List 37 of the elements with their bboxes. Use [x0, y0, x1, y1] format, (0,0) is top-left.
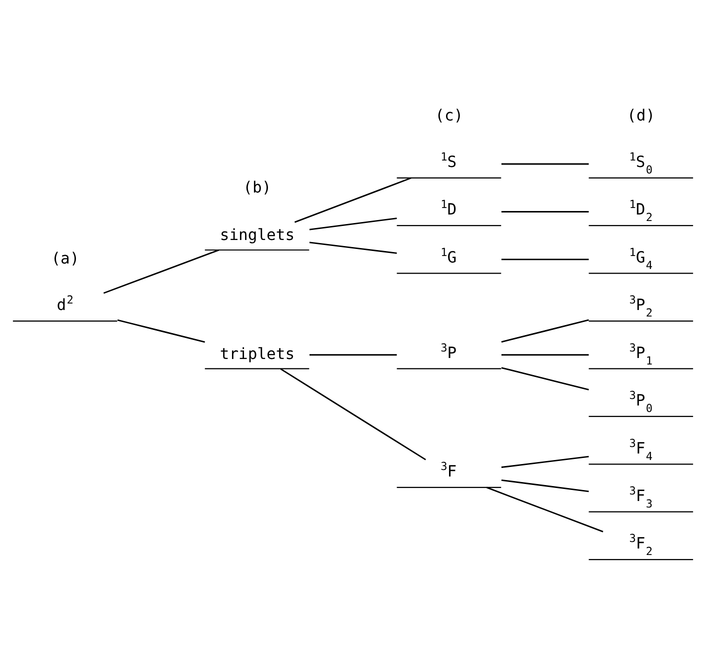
- node-text: d$^{2}$: [56, 293, 74, 314]
- connector: [309, 217, 397, 230]
- connector: [294, 176, 412, 222]
- node-text: $^{3}$F: [440, 460, 457, 480]
- connector: [103, 248, 220, 294]
- connector: [501, 318, 589, 342]
- node-text: $^{1}$D$_{2}$: [629, 198, 653, 224]
- connector: [501, 258, 589, 260]
- node-text: $^{1}$G: [440, 245, 457, 266]
- label: (c): [435, 106, 464, 124]
- node-text: $^{1}$S: [440, 150, 457, 171]
- node-text: $^{3}$F$_{2}$: [629, 532, 653, 558]
- connector: [309, 241, 397, 254]
- connector: [486, 486, 604, 532]
- connector: [501, 162, 589, 164]
- label: (a): [51, 249, 80, 268]
- connector: [501, 366, 589, 390]
- connector: [501, 210, 589, 212]
- node-text: singlets: [220, 226, 295, 244]
- node-text: $^{1}$S$_{0}$: [629, 150, 653, 176]
- connector: [309, 354, 397, 356]
- node-text: $^{3}$P: [440, 340, 457, 362]
- connector: [501, 478, 589, 492]
- connector: [501, 455, 589, 468]
- node-text: $^{3}$P$_{0}$: [629, 388, 653, 415]
- label: (d): [627, 106, 656, 124]
- node-text: $^{1}$G$_{4}$: [629, 245, 653, 272]
- connector: [117, 318, 206, 342]
- node-text: $^{3}$P$_{1}$: [629, 340, 653, 367]
- node-text: $^{1}$D: [440, 198, 457, 218]
- node-text: $^{3}$P$_{2}$: [629, 293, 653, 320]
- connector: [501, 354, 589, 356]
- node-text: $^{3}$F$_{3}$: [629, 484, 653, 510]
- node-text: $^{3}$F$_{4}$: [629, 436, 653, 462]
- label: (b): [243, 178, 272, 196]
- connector: [280, 368, 426, 460]
- node-text: triplets: [220, 344, 295, 362]
